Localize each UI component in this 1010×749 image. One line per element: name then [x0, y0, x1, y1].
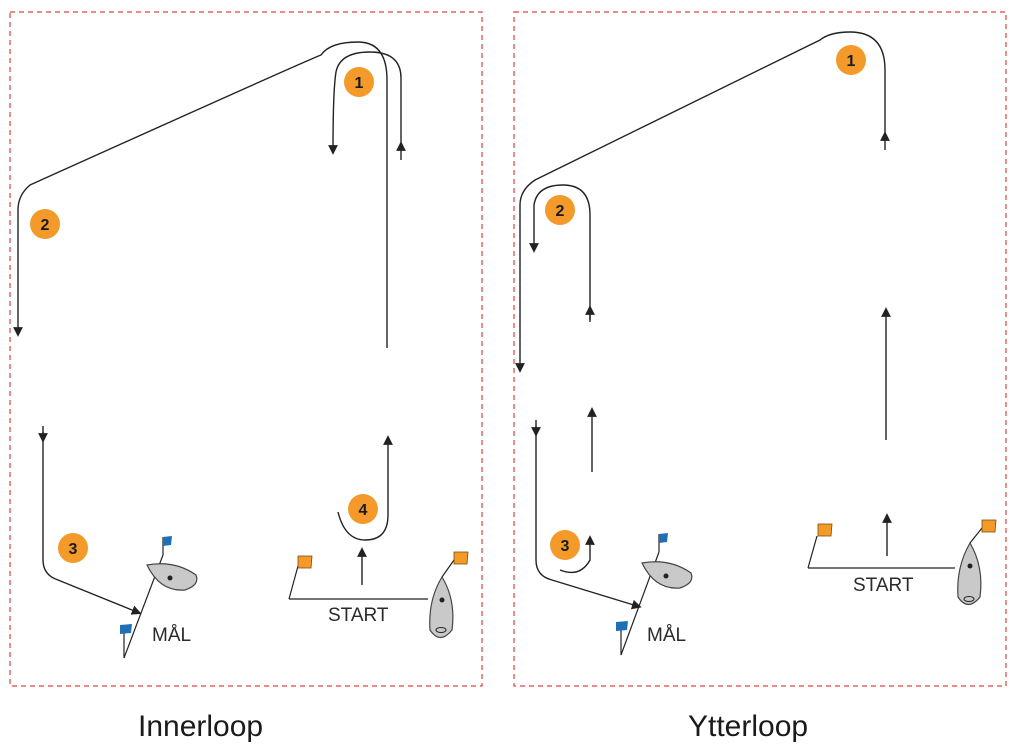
- outer-start-boat-dot: [967, 563, 973, 569]
- inner-mark-4: 4: [348, 494, 378, 524]
- outer-finish-flag-bottom-cloth: [616, 621, 628, 631]
- inner-finish-label: MÅL: [152, 625, 191, 646]
- inner-panel: MÅL START 1 2 3 4: [9, 11, 483, 687]
- inner-panel-title: Innerloop: [138, 710, 264, 743]
- svg-text:3: 3: [69, 541, 78, 558]
- inner-mark-2: 2: [30, 209, 60, 239]
- outer-panel-frame: [513, 11, 1007, 687]
- svg-text:4: 4: [359, 502, 368, 519]
- inner-start-pin-flag: [297, 555, 313, 569]
- inner-mark4-rounding: [337, 435, 393, 541]
- outer-start-boat-flag: [981, 519, 997, 533]
- svg-text:1: 1: [847, 53, 856, 70]
- svg-text:1: 1: [355, 75, 364, 92]
- svg-text:2: 2: [41, 217, 50, 234]
- outer-mark-2: 2: [545, 195, 575, 225]
- outer-start-boat-flag-pole: [969, 527, 983, 544]
- inner-course-leg-1: [13, 41, 388, 348]
- outer-panel: MÅL START 1 2 3: [513, 11, 1007, 687]
- inner-panel-frame: [9, 11, 483, 687]
- outer-start-boat: [957, 541, 982, 606]
- outer-mark-1: 1: [836, 45, 866, 75]
- svg-text:3: 3: [561, 538, 570, 555]
- outer-leg-to-finish: [535, 426, 642, 610]
- inner-finish-boat-dot: [167, 575, 173, 581]
- outer-course-leg-1: [515, 31, 886, 373]
- inner-start-boat-flag: [453, 551, 469, 565]
- inner-mark-1: 1: [344, 67, 374, 97]
- outer-panel-title: Ytterloop: [688, 710, 809, 743]
- outer-start-boat-stern: [963, 596, 975, 602]
- inner-leg-to-finish: [42, 432, 142, 615]
- outer-mark3-hook: [559, 535, 595, 574]
- inner-start-label: START: [328, 605, 389, 626]
- inner-start-boat-stern: [435, 627, 447, 633]
- outer-finish-boat-dot: [663, 573, 669, 579]
- inner-start-pin-pole: [288, 565, 299, 600]
- outer-start-pin-flag: [817, 523, 833, 537]
- inner-finish-flag-bottom-cloth: [120, 624, 132, 634]
- inner-start-boat-dot: [439, 597, 445, 603]
- inner-finish-flag-top-cloth: [163, 536, 172, 546]
- inner-start-boat: [429, 575, 454, 639]
- inner-mark-3: 3: [58, 533, 88, 563]
- outer-start-label: START: [853, 575, 914, 596]
- outer-finish-flag-top-cloth: [659, 533, 668, 543]
- outer-start-pin-pole: [807, 535, 818, 569]
- inner-start-boat-flag-pole: [441, 559, 455, 578]
- inner-mark1-rounding: [328, 51, 402, 155]
- outer-mark-3: 3: [550, 530, 580, 560]
- svg-text:2: 2: [556, 203, 565, 220]
- outer-finish-label: MÅL: [647, 625, 686, 646]
- outer-mark2-rounding: [529, 184, 591, 320]
